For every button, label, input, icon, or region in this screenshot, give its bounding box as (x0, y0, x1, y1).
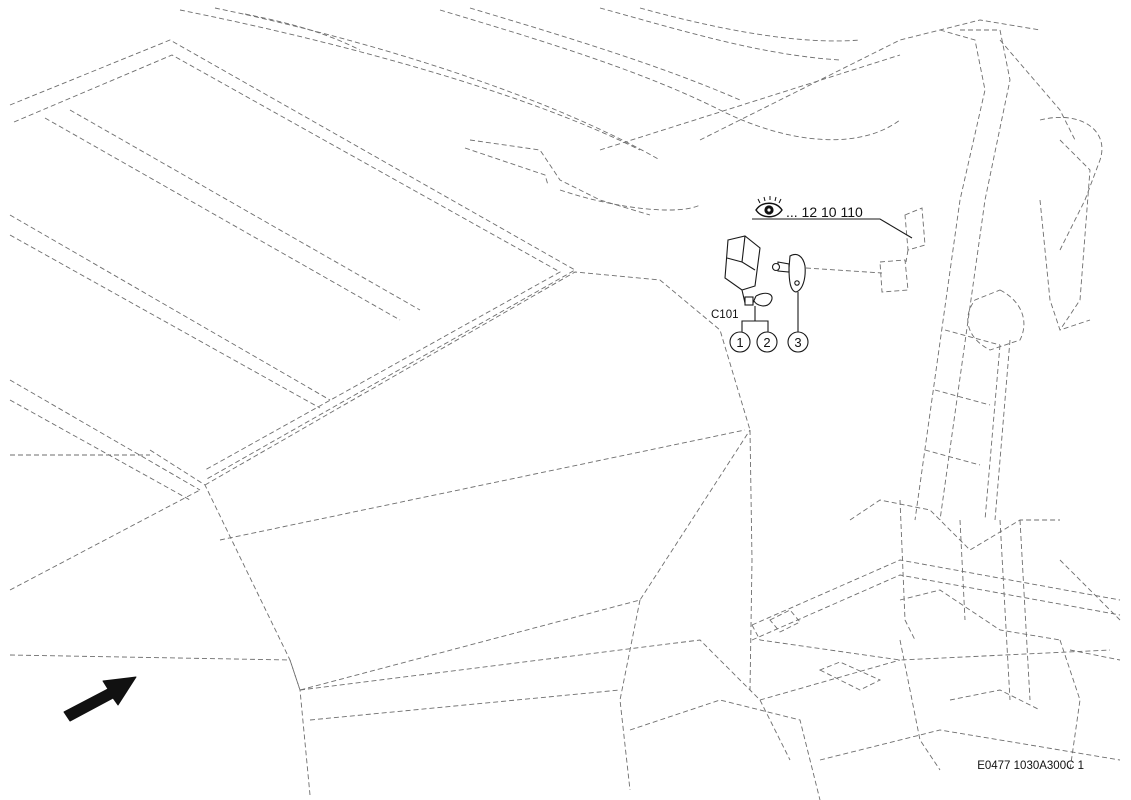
machine-outline (9, 7, 1121, 800)
connector-bracket (771, 253, 806, 293)
arrow-icon (63, 676, 137, 722)
callout-2: 2 (756, 331, 778, 353)
callout-3-label: 3 (794, 335, 801, 350)
connector-label: C101 (711, 309, 739, 321)
mounting-bracket (805, 207, 926, 293)
callout-2-label: 2 (763, 335, 770, 350)
callout-group: C101 1 2 3 (711, 292, 809, 353)
connector-c101-housing (724, 235, 773, 307)
callout-1-label: 1 (736, 335, 743, 350)
reference-callout: ... 12 10 110 (752, 196, 913, 239)
drawing-code: E0477 1030A300C 1 (977, 760, 1084, 772)
eye-icon (755, 196, 783, 218)
callout-3: 3 (787, 331, 809, 353)
callout-1: 1 (729, 331, 751, 353)
reference-text: ... 12 10 110 (786, 204, 863, 220)
